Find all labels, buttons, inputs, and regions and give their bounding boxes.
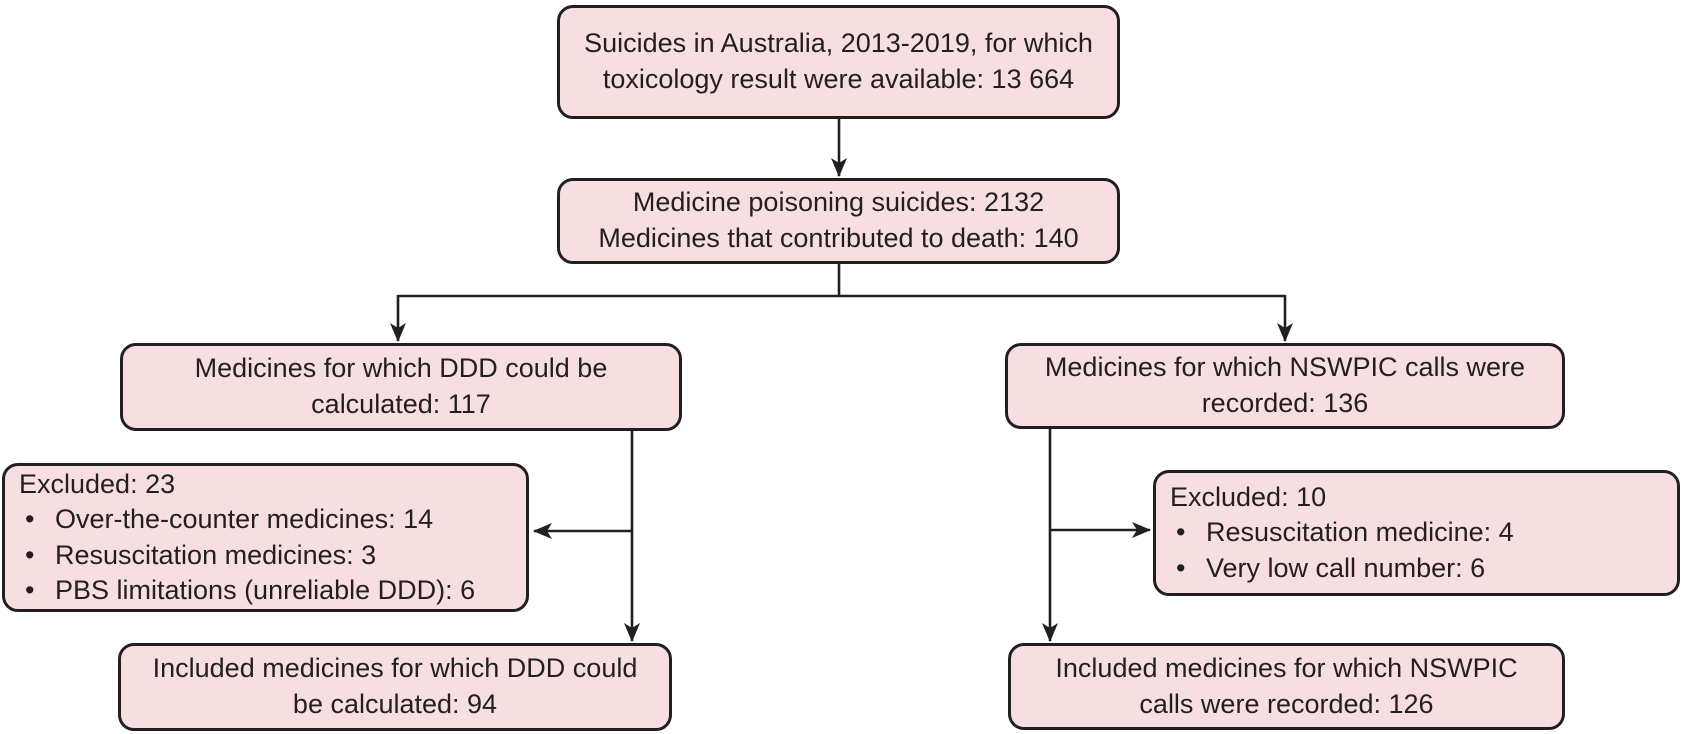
node-medicine-poisoning: Medicine poisoning suicides: 2132 Medici… bbox=[557, 178, 1120, 264]
node-included-nswpic-text: Included medicines for which NSWPIC call… bbox=[1055, 652, 1518, 719]
node-medicine-poisoning-line2: Medicines that contributed to death: 140 bbox=[598, 223, 1079, 253]
excluded-nswpic-item: Resuscitation medicine: 4 bbox=[1170, 515, 1514, 550]
excluded-ddd-list: Over-the-counter medicines: 14 Resuscita… bbox=[19, 502, 475, 607]
node-included-ddd: Included medicines for which DDD could b… bbox=[118, 643, 672, 731]
node-excluded-nswpic: Excluded: 10 Resuscitation medicine: 4 V… bbox=[1153, 470, 1680, 596]
node-included-nswpic: Included medicines for which NSWPIC call… bbox=[1008, 643, 1565, 730]
node-included-ddd-text: Included medicines for which DDD could b… bbox=[152, 653, 638, 719]
node-ddd-calculated: Medicines for which DDD could be calcula… bbox=[120, 343, 682, 431]
excluded-ddd-item: Over-the-counter medicines: 14 bbox=[19, 502, 475, 537]
excluded-nswpic-list: Resuscitation medicine: 4 Very low call … bbox=[1170, 515, 1514, 585]
excluded-nswpic-item: Very low call number: 6 bbox=[1170, 551, 1514, 586]
node-nswpic-recorded-text: Medicines for which NSWPIC calls were re… bbox=[1044, 352, 1526, 418]
excluded-ddd-item: PBS limitations (unreliable DDD): 6 bbox=[19, 573, 475, 608]
node-suicides-total-text: Suicides in Australia, 2013-2019, for wh… bbox=[584, 28, 1093, 94]
node-medicine-poisoning-line1: Medicine poisoning suicides: 2132 bbox=[632, 187, 1045, 218]
node-excluded-ddd: Excluded: 23 Over-the-counter medicines:… bbox=[2, 463, 529, 612]
node-ddd-calculated-text: Medicines for which DDD could be calcula… bbox=[194, 353, 608, 419]
excluded-ddd-item: Resuscitation medicines: 3 bbox=[19, 538, 475, 573]
node-suicides-total: Suicides in Australia, 2013-2019, for wh… bbox=[557, 5, 1120, 119]
excluded-ddd-title: Excluded: 23 bbox=[19, 469, 176, 500]
node-nswpic-recorded: Medicines for which NSWPIC calls were re… bbox=[1005, 343, 1565, 429]
excluded-nswpic-title: Excluded: 10 bbox=[1170, 482, 1327, 513]
